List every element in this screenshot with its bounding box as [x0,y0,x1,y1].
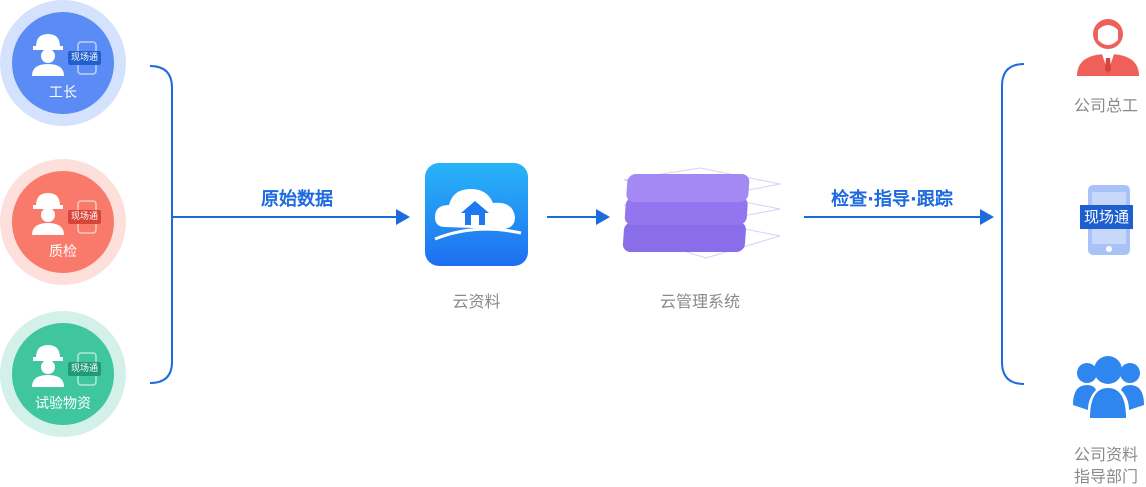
cloud-home-icon [434,189,522,241]
system-caption: 云管理系统 [659,292,740,311]
role-materials-tag: 现场通 [68,362,102,376]
cloud-app-icon [425,163,528,266]
worker-icon [32,34,97,76]
cloud-caption: 云资料 [452,292,501,311]
role-foreman: 现场通 工长 [0,0,126,126]
dept-caption-line2: 指导部门 [1073,467,1138,486]
input-flow-label: 原始数据 [261,189,333,210]
group-icon [1073,356,1144,418]
manager-icon [1077,19,1139,76]
left-bracket [149,65,173,384]
input-arrow-head [396,209,410,225]
manager-caption: 公司总工 [1073,96,1138,115]
role-foreman-label: 工长 [49,85,77,101]
layers-icon [622,167,781,259]
dept-caption-line1: 公司资料 [1073,445,1138,464]
role-materials-label: 试验物资 [35,396,91,412]
role-materials: 现场通 试验物资 [0,311,126,437]
phone-tag: 现场通 [1080,205,1134,229]
role-foreman-tag: 现场通 [68,51,102,65]
role-quality: 现场通 质检 [0,159,126,285]
output-flow-label: 检查·指导·跟踪 [831,189,953,210]
role-quality-tag: 现场通 [68,210,102,224]
role-quality-label: 质检 [49,244,77,260]
worker-icon [32,193,97,235]
right-bracket [1001,63,1025,385]
middle-arrow-head [596,209,610,225]
output-arrow-head [980,209,994,225]
